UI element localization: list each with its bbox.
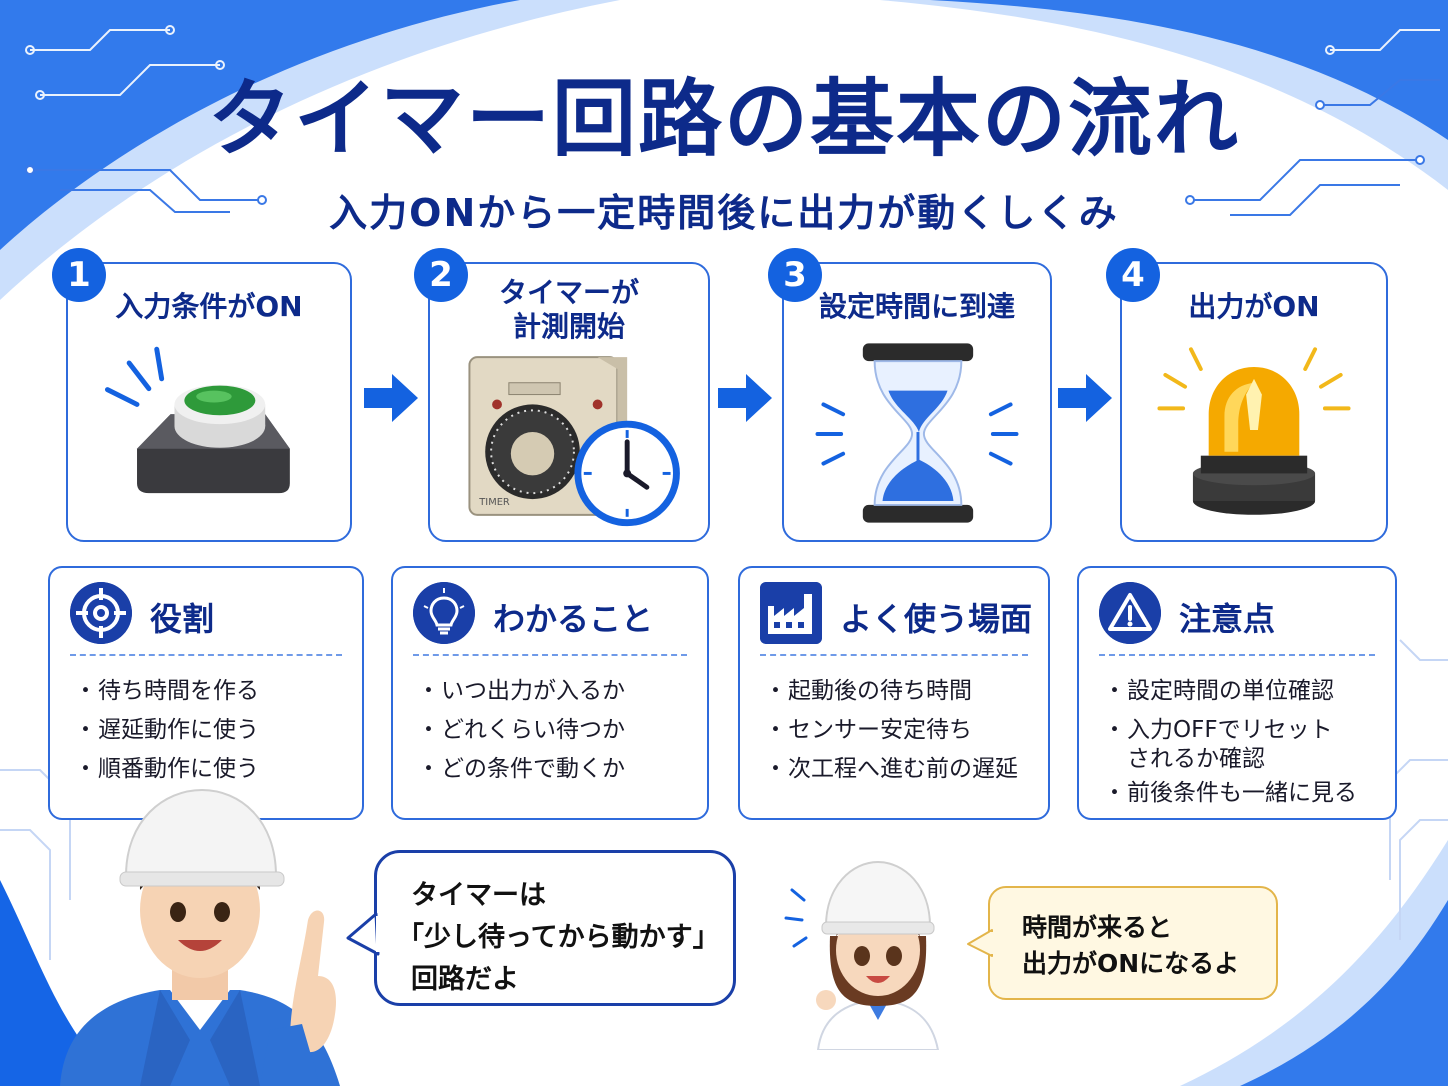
list-item: 次工程へ進む前の遅延	[764, 750, 1038, 789]
list-item: どれくらい待つか	[417, 711, 697, 750]
info-card-understand: わかること いつ出力が入るか どれくらい待つか どの条件で動くか	[391, 566, 709, 820]
speech-line-1: 時間が来ると	[1022, 913, 1173, 942]
divider	[413, 654, 687, 656]
male-worker-illustration	[60, 788, 340, 1086]
divider	[760, 654, 1028, 656]
info-card-title: よく使う場面	[840, 600, 1033, 638]
info-card-list: 起動後の待ち時間 センサー安定待ち 次工程へ進む前の遅延	[764, 672, 1038, 789]
list-item: 設定時間の単位確認	[1103, 672, 1385, 711]
timer-relay-icon: TIMER	[468, 356, 680, 527]
factory-icon	[760, 582, 822, 644]
step-title: 入力条件がON	[115, 290, 303, 323]
list-item: センサー安定待ち	[764, 711, 1038, 750]
speech-line-2: 出力がONになるよ	[1022, 949, 1240, 978]
speech-line-2: 「少し待ってから動かす」	[397, 922, 720, 953]
flow-arrow-icon	[718, 374, 772, 422]
info-card-title: 注意点	[1179, 600, 1276, 638]
speech-bubble-tail	[346, 912, 386, 956]
list-item: 順番動作に使う	[74, 750, 352, 789]
info-card-scenes: よく使う場面 起動後の待ち時間 センサー安定待ち 次工程へ進む前の遅延	[738, 566, 1050, 820]
list-item-text: 入力OFFでリセット	[1127, 717, 1333, 743]
step-card-1: 1 入力条件がON	[52, 248, 352, 542]
list-item: 起動後の待ち時間	[764, 672, 1038, 711]
warning-icon	[1099, 582, 1161, 644]
step-title-line-2: 計測開始	[512, 310, 625, 343]
page-subtitle: 入力ONから一定時間後に出力が動くしくみ	[329, 191, 1119, 235]
page-title: タイマー回路の基本の流れ	[207, 70, 1240, 168]
lightbulb-icon	[413, 582, 475, 644]
info-card-title: わかること	[493, 600, 654, 638]
signal-lamp-icon	[1157, 347, 1351, 515]
info-card-list: いつ出力が入るか どれくらい待つか どの条件で動くか	[417, 672, 697, 789]
step-title: 出力がON	[1188, 290, 1320, 323]
list-item-continuation: されるか確認	[1127, 746, 1265, 772]
list-item: 待ち時間を作る	[74, 672, 352, 711]
info-card-role: 役割 待ち時間を作る 遅延動作に使う 順番動作に使う	[48, 566, 364, 820]
step-number-badge: 2	[414, 248, 468, 302]
step-card-2: 2 タイマーが 計測開始 TIMER	[414, 248, 710, 542]
speech-bubble-sub: 時間が来ると 出力がONになるよ	[988, 886, 1278, 1000]
step-number-badge: 3	[768, 248, 822, 302]
list-item: 前後条件も一緒に見る	[1103, 774, 1385, 813]
flow-arrow-icon	[364, 374, 418, 422]
step-title-line-1: タイマーが	[498, 276, 639, 309]
female-worker-illustration	[784, 860, 940, 1050]
step-title: 設定時間に到達	[818, 290, 1015, 323]
target-icon	[70, 582, 132, 644]
list-item: 遅延動作に使う	[74, 711, 352, 750]
speech-line-1: タイマーは	[411, 880, 546, 911]
list-item: いつ出力が入るか	[417, 672, 697, 711]
flow-arrow-icon	[1058, 374, 1112, 422]
step-card-4: 4 出力がON	[1106, 248, 1388, 542]
push-button-icon	[104, 346, 290, 494]
divider	[1099, 654, 1375, 656]
list-item: どの条件で動くか	[417, 750, 697, 789]
divider	[70, 654, 342, 656]
speech-line-3: 回路だよ	[411, 964, 519, 995]
speech-bubble-tail	[967, 929, 996, 957]
step-card-3: 3 設定時間に到達	[768, 248, 1052, 542]
step-number-badge: 1	[52, 248, 106, 302]
step-number-badge: 4	[1106, 248, 1160, 302]
info-card-list: 待ち時間を作る 遅延動作に使う 順番動作に使う	[74, 672, 352, 789]
info-card-title: 役割	[150, 600, 215, 638]
timer-device-label: TIMER	[478, 497, 510, 508]
speech-bubble-main: タイマーは 「少し待ってから動かす」 回路だよ	[374, 850, 736, 1006]
hourglass-icon	[815, 343, 1019, 523]
